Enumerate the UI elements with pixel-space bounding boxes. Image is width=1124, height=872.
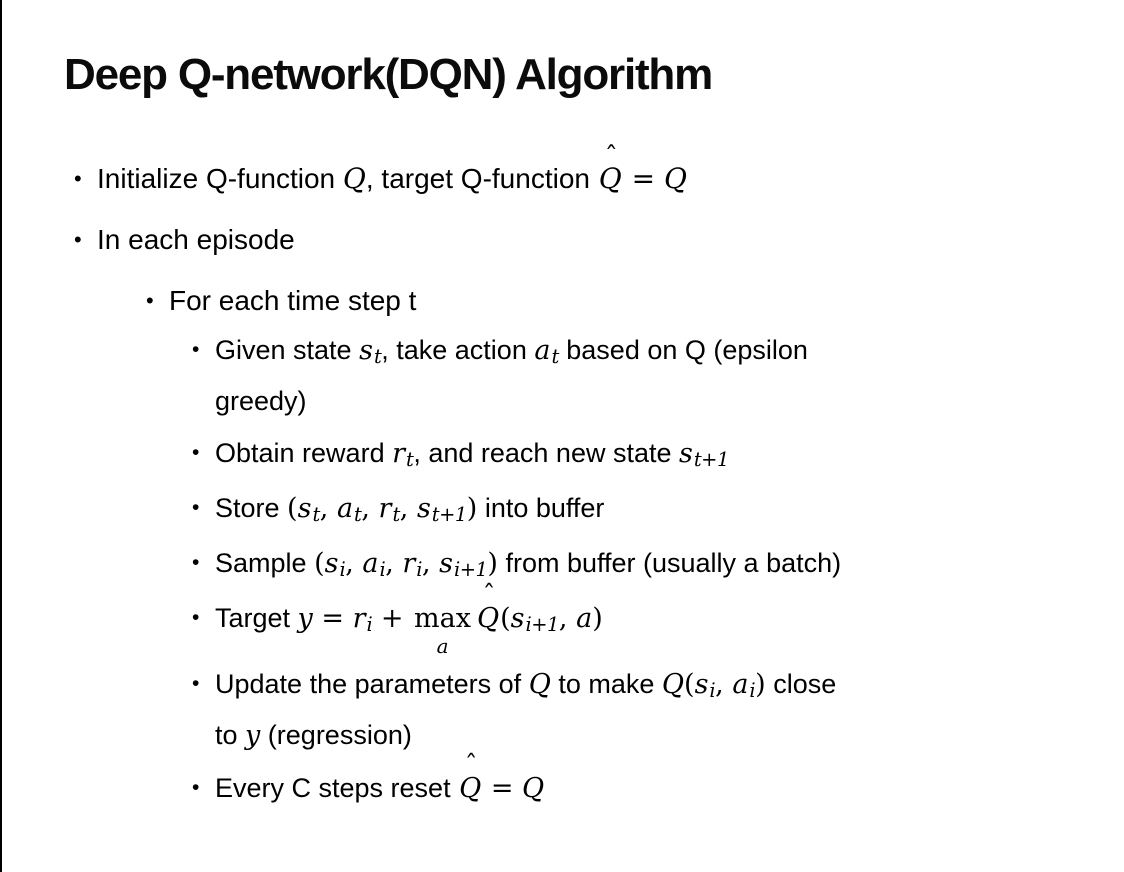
slide-left-border bbox=[0, 0, 2, 872]
bullet-item: • Given state st, take action at based o… bbox=[192, 326, 1110, 425]
bullet-marker-icon: • bbox=[192, 671, 200, 695]
bullet-text: Update the parameters of Q to make Q(si,… bbox=[215, 668, 837, 751]
bullet-marker-icon: • bbox=[146, 287, 154, 313]
bullet-text: Sample (si, ai, ri, si+1) from buffer (u… bbox=[215, 547, 842, 581]
bullet-text: In each episode bbox=[97, 223, 295, 255]
bullet-text: Obtain reward rt, and reach new state st… bbox=[215, 437, 729, 471]
slide-content: Deep Q-network(DQN) Algorithm • Initiali… bbox=[64, 50, 1110, 817]
bullet-item: • Store (st, at, rt, st+1) into buffer bbox=[192, 484, 1110, 535]
bullet-text: Given state st, take action at based on … bbox=[215, 334, 808, 416]
bullet-text: For each time step t bbox=[169, 284, 417, 316]
bullet-text: Initialize Q-function Q, target Q-functi… bbox=[97, 140, 687, 195]
bullet-marker-icon: • bbox=[192, 605, 200, 629]
bullet-marker-icon: • bbox=[74, 226, 82, 252]
bullet-item: • Obtain reward rt, and reach new state … bbox=[192, 429, 1110, 480]
bullet-marker-icon: • bbox=[192, 775, 200, 799]
bullet-item: • Initialize Q-function Q, target Q-func… bbox=[74, 140, 1110, 203]
bullet-marker-icon: • bbox=[74, 165, 82, 191]
bullet-item: • Sample (si, ai, ri, si+1) from buffer … bbox=[192, 539, 1110, 590]
bullet-marker-icon: • bbox=[192, 550, 200, 574]
bullet-marker-icon: • bbox=[192, 337, 200, 361]
bullet-item: • In each episode bbox=[74, 216, 1110, 264]
bullet-marker-icon: • bbox=[192, 495, 200, 519]
bullet-item: • Update the parameters of Q to make Q(s… bbox=[192, 660, 1110, 760]
bullet-marker-icon: • bbox=[192, 440, 200, 464]
slide-title: Deep Q-network(DQN) Algorithm bbox=[64, 50, 713, 99]
bullet-item: • For each time step t bbox=[146, 277, 1110, 325]
bullet-list: • Initialize Q-function Q, target Q-func… bbox=[64, 140, 1110, 813]
bullet-text: Store (st, at, rt, st+1) into buffer bbox=[215, 492, 605, 526]
